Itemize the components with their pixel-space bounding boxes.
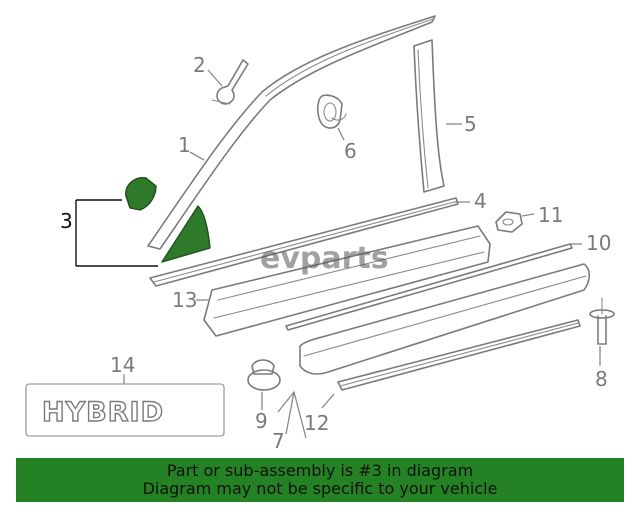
- part-12-sill-strip: [337, 319, 581, 391]
- part-2-clip: [211, 59, 249, 105]
- callout-11: 11: [538, 203, 563, 227]
- callout-13: 13: [172, 288, 197, 312]
- callout-12: 12: [304, 411, 329, 435]
- part-13-rocker-molding: [203, 225, 491, 337]
- footer-line-2: Diagram may not be specific to your vehi…: [142, 479, 498, 498]
- part-11-nut: [495, 211, 523, 233]
- callout-7: 7: [272, 429, 285, 453]
- callout-4: 4: [474, 189, 487, 213]
- footer-line-1: Part or sub-assembly is #3 in diagram: [166, 461, 474, 480]
- part-9-clip: [247, 359, 281, 391]
- leader-lines: [75, 69, 601, 439]
- part-8-rivet: [589, 297, 615, 345]
- part-14-hybrid-badge: HYBRID: [25, 383, 225, 437]
- callout-9: 9: [255, 409, 268, 433]
- part-6-grommet: [316, 94, 347, 129]
- part-4-belt-molding: [149, 197, 459, 287]
- callout-8: 8: [595, 367, 608, 391]
- watermark-text: evparts: [260, 241, 389, 276]
- part-1-roof-molding: [147, 15, 436, 250]
- callouts: 1 2 3 4 5 6 7 8 9 10 11 12 13 14: [60, 53, 611, 453]
- callout-5: 5: [464, 112, 477, 136]
- part-10-lower-strip: [285, 243, 573, 331]
- callout-6: 6: [344, 139, 357, 163]
- callout-14: 14: [110, 353, 135, 377]
- callout-3: 3: [60, 209, 73, 233]
- callout-2: 2: [193, 53, 206, 77]
- part-7-side-sill: [299, 263, 591, 375]
- callout-10: 10: [586, 231, 611, 255]
- footer-notice: Part or sub-assembly is #3 in diagram Di…: [16, 458, 624, 502]
- badge-text: HYBRID: [42, 397, 164, 428]
- part-5-pillar-garnish: [413, 39, 445, 193]
- part-3-highlighted: [125, 177, 211, 263]
- callout-1: 1: [178, 133, 191, 157]
